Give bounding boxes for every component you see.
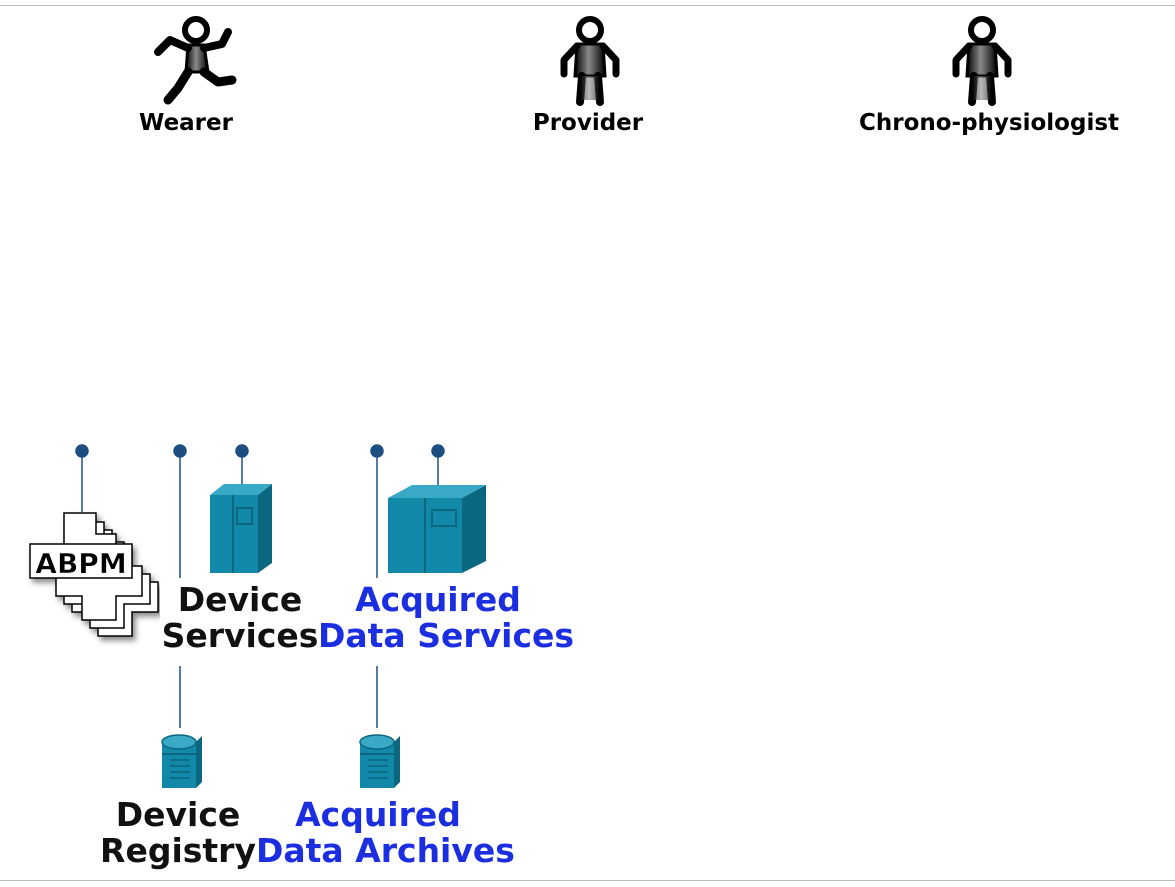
acquired-data-archives-label: Acquired Data Archives <box>256 795 515 870</box>
acquired-data-services-label-line2: Data Services <box>318 615 575 655</box>
device-services-server-dot <box>235 444 249 458</box>
device-services-label: Device Services <box>160 580 320 655</box>
acquired-data-services-server-icon <box>388 485 486 573</box>
abpm-device-icon <box>29 512 159 637</box>
device-services-label-line2: Services <box>161 615 319 655</box>
wearer-icon <box>154 16 237 105</box>
chrono-physiologist-label: Chrono-physiologist <box>858 110 1120 136</box>
acquired-data-services-bus-dot <box>370 444 384 458</box>
device-services-bus-dot <box>173 444 187 458</box>
wearer-label: Wearer <box>139 110 233 136</box>
acquired-data-services-label: Acquired Data Services <box>318 580 575 655</box>
provider-icon <box>560 16 620 106</box>
acquired-data-services-label-line1: Acquired <box>355 580 521 619</box>
abpm-label: ABPM <box>35 547 126 580</box>
device-registry-label-line1: Device <box>115 795 241 834</box>
provider-label: Provider <box>532 110 644 136</box>
device-registry-database-icon <box>161 734 202 788</box>
acquired-data-archives-database-icon <box>359 734 400 788</box>
device-services-label-line1: Device <box>177 580 303 619</box>
chrono-physiologist-icon <box>952 16 1012 106</box>
abpm-connector-dot <box>75 444 89 458</box>
device-registry-label-line2: Registry <box>100 830 256 870</box>
acquired-data-archives-label-line2: Data Archives <box>256 830 515 870</box>
device-services-server-icon <box>210 484 272 573</box>
acquired-data-archives-label-line1: Acquired <box>295 795 461 834</box>
bottom-divider <box>0 880 1175 881</box>
device-registry-label: Device Registry <box>100 795 256 870</box>
acquired-data-services-server-dot <box>431 444 445 458</box>
top-divider <box>0 5 1175 6</box>
